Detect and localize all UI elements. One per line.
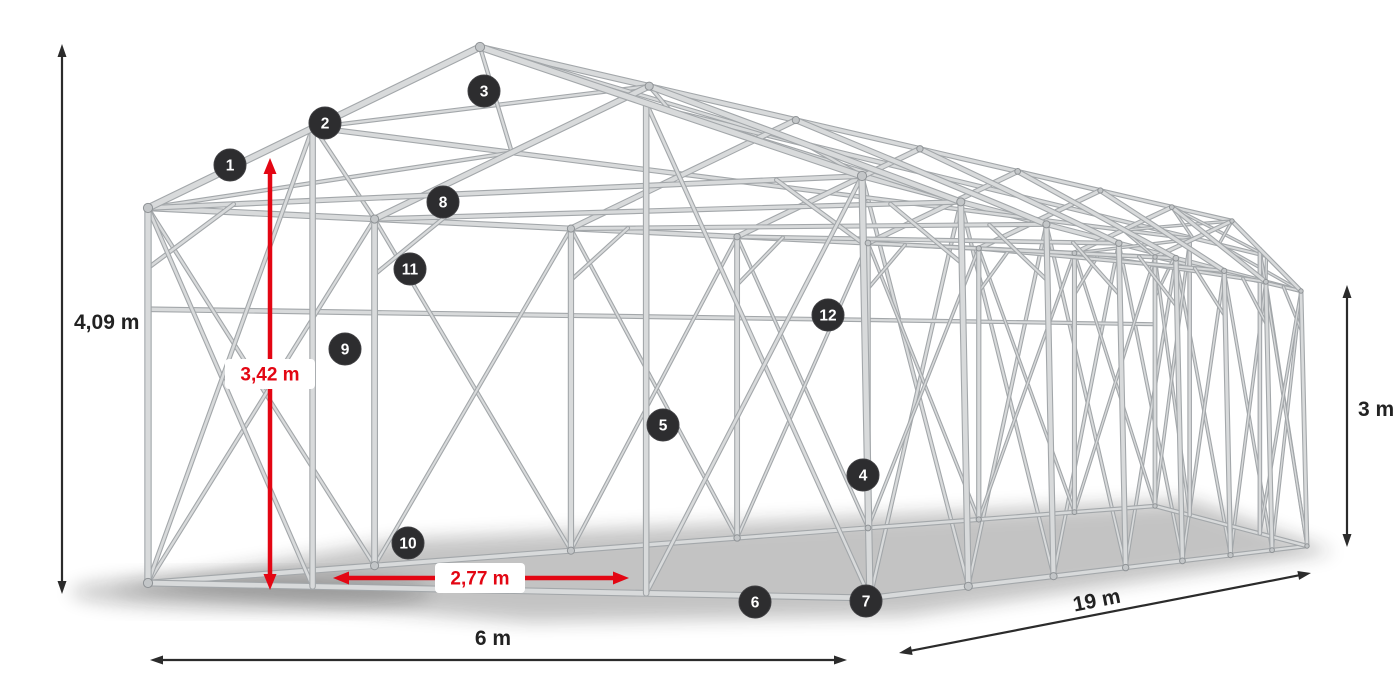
badge-11: 11 [393, 252, 427, 286]
dimension-label-door-width: 2,77 m [450, 569, 509, 590]
badge-2: 2 [308, 106, 342, 140]
badge-7: 7 [849, 584, 883, 618]
badge-1: 1 [213, 148, 247, 182]
badge-number: 9 [341, 342, 350, 359]
badge-number: 7 [862, 594, 871, 611]
badge-number: 5 [659, 418, 668, 435]
badge-number: 2 [321, 116, 330, 133]
badge-number: 1 [226, 158, 235, 175]
badge-8: 8 [426, 185, 460, 219]
badge-4: 4 [846, 458, 880, 492]
dimension-annotations: 4,09 m3,42 m3 m2,77 m6 m19 m [57, 44, 1394, 665]
badge-number: 3 [480, 84, 489, 101]
badge-number: 10 [399, 536, 416, 553]
dimension-width: 6 m [150, 627, 847, 665]
frame-connectors [142, 41, 1310, 604]
dimension-ridge-height: 4,09 m [57, 44, 139, 594]
dimension-label-ridge-height: 4,09 m [74, 311, 139, 334]
badge-10: 10 [391, 526, 425, 560]
dimension-label-side-height: 3 m [1358, 398, 1394, 421]
badge-5: 5 [646, 408, 680, 442]
badge-number: 8 [439, 195, 448, 212]
badge-9: 9 [328, 332, 362, 366]
dimension-label-width: 6 m [475, 627, 511, 650]
badge-3: 3 [467, 74, 501, 108]
ground-shadow [70, 500, 1335, 622]
badge-number: 11 [402, 262, 419, 279]
dimension-side-height: 3 m [1342, 285, 1394, 547]
dimension-door-height: 3,42 m [225, 158, 315, 590]
badge-number: 12 [819, 308, 836, 325]
badge-12: 12 [811, 298, 845, 332]
dimension-door-width: 2,77 m [333, 563, 629, 593]
badge-number: 4 [859, 468, 868, 485]
badge-6: 6 [738, 585, 772, 619]
dimension-label-door-height: 3,42 m [240, 365, 299, 386]
badge-number: 6 [751, 595, 760, 612]
